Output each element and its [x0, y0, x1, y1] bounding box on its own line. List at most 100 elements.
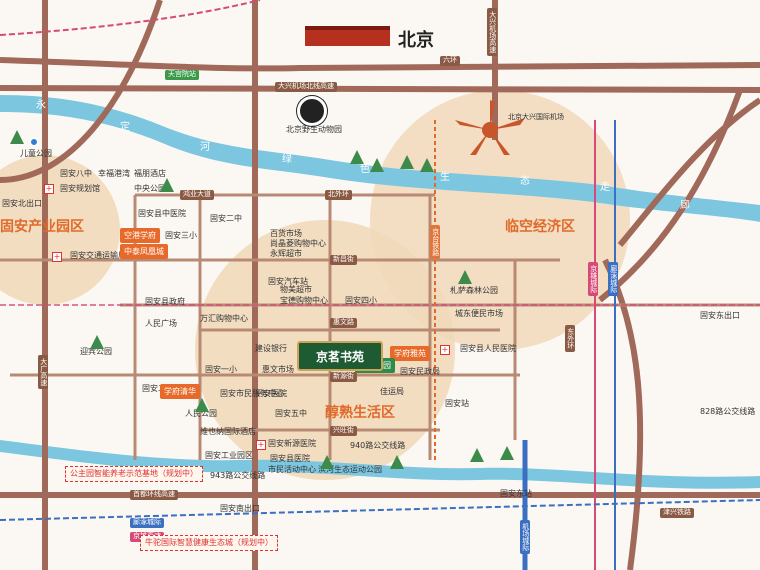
poi-label: 固安汽车站	[268, 277, 308, 286]
river	[0, 95, 760, 222]
road-xinyuan: 新源街	[330, 372, 357, 382]
exit-north: 固安北出口	[2, 199, 42, 208]
tree-icon	[90, 335, 104, 349]
poi-label: 札萨森林公园	[450, 286, 498, 295]
road-daguang: 大广高速	[38, 355, 48, 389]
road-gonghe: 鸿业大道	[180, 190, 214, 200]
river-char-8: 走	[600, 182, 610, 193]
road-huiwen: 惠文路	[330, 318, 357, 328]
exit-south: 固安南出口	[220, 504, 260, 513]
bus-940: 940路公交线路	[350, 441, 406, 450]
plan-1: 公主园智能养老示范基地（规划中）	[65, 466, 203, 482]
poi-label: 固安站	[445, 399, 469, 408]
poi-label: 人民广场	[145, 319, 177, 328]
road-tianrun: 天宫院站	[165, 70, 199, 80]
poi-label: 万汇购物中心	[200, 314, 248, 323]
river-char-7: 态	[520, 176, 530, 187]
hospital-icon: +	[256, 440, 266, 450]
tree-icon	[160, 178, 174, 192]
poi-label: 固安市民服务中心	[220, 389, 284, 398]
hospital-icon: +	[44, 184, 54, 194]
exit-east: 固安东出口	[700, 311, 740, 320]
river-char-9: 廊	[680, 200, 690, 211]
road-xinchang: 新昌街	[330, 255, 357, 265]
poi-label: 儿童公园	[20, 149, 52, 158]
tree-icon	[420, 158, 434, 172]
poi-label: 固安交通运输局	[70, 251, 126, 260]
poi-label: 固安二中	[210, 214, 242, 223]
project-badge[interactable]: 京茗书苑	[297, 341, 383, 371]
hospital-icon: +	[440, 345, 450, 355]
poi-label: 百货市场	[270, 229, 302, 238]
poi-dot	[30, 138, 38, 146]
road-daxing-north: 大兴机场北线高速	[275, 82, 337, 92]
tree-icon	[10, 130, 24, 144]
road-shoudu-ring: 首都环线高速	[130, 490, 178, 500]
poi-label: 固安五中	[275, 409, 307, 418]
airport-label: 北京大兴国际机场	[508, 113, 564, 121]
road-jingtai-rail: 京台铁路	[430, 225, 440, 259]
river-char-6: 生	[440, 172, 450, 183]
poi-label: 尚晶菱购物中心	[270, 239, 326, 248]
poi-label: 固安二小	[142, 384, 174, 393]
tree-icon	[320, 455, 334, 469]
poi-label: 平安医院	[255, 389, 287, 398]
airport-shape	[455, 100, 525, 155]
poi-label: 滨河生态运动公园	[318, 465, 382, 474]
tree-icon	[370, 158, 384, 172]
tiananmen-icon	[305, 26, 390, 46]
poi-label: 人民公园	[185, 409, 217, 418]
road-beiwai: 北外环	[325, 190, 352, 200]
tree-icon	[350, 150, 364, 164]
river-char-3: 河	[200, 142, 210, 153]
bus-943: 943路公交线路	[210, 471, 266, 480]
tree-icon	[195, 398, 209, 412]
school-label: 学府清华	[160, 384, 200, 399]
poi-label: 固安县人民医院	[460, 344, 516, 353]
road-daxing-exp: 大兴机场高速	[487, 8, 497, 56]
zone-living: 醇熟生活区	[325, 405, 395, 421]
poi-label: 维也纳国际酒店	[200, 427, 256, 436]
river-char-1: 永	[36, 100, 46, 111]
poi-label: 市民活动中心	[268, 465, 316, 474]
poi-label: 迎宾公园	[80, 347, 112, 356]
poi-label: 中央公园	[134, 184, 166, 193]
zone-circle-industrial	[0, 155, 120, 305]
zone-industrial: 固安产业园区	[0, 219, 84, 235]
poi-label: 固安工业园区	[205, 451, 253, 460]
poi-label: 固安民政局	[400, 367, 440, 376]
poi-label: 物美超市	[280, 285, 312, 294]
road-ring6: 六环	[440, 56, 460, 66]
river-char-4: 绿	[282, 154, 292, 165]
poi-label: 城东便民市场	[455, 309, 503, 318]
zone-airport: 临空经济区	[505, 219, 575, 235]
road-xingwang: 兴旺街	[330, 426, 357, 436]
poi-label: 固安县中医院	[138, 209, 186, 218]
river-char-2: 定	[120, 122, 130, 133]
poi-label: 固安四小	[345, 296, 377, 305]
poi-label: 固安三小	[165, 231, 197, 240]
road-langzhuo: 廊涿城际	[608, 262, 618, 296]
poi-label: 永辉超市	[270, 249, 302, 258]
tree-icon	[390, 455, 404, 469]
bus-828: 828路公交线路	[700, 407, 756, 416]
road-langzhuo-label: 廊涿城际	[130, 518, 164, 528]
poi-label: 福朋酒店	[134, 169, 166, 178]
panda-icon	[297, 96, 327, 126]
zoo-label: 北京野生动物园	[286, 125, 342, 134]
road-jingxiong: 京雄城际	[588, 262, 598, 296]
poi-label: 固安新源医院	[268, 439, 316, 448]
poi-label: 佳运局	[380, 387, 404, 396]
river-char-5: 色	[360, 164, 370, 175]
road-jinxing: 津兴铁路	[660, 508, 694, 518]
school-label: 空港学府	[120, 228, 160, 243]
city-title: 北京	[398, 30, 434, 51]
poi-label: 固安县医院	[270, 454, 310, 463]
poi-label: 建设银行	[255, 344, 287, 353]
poi-label: 惠文市场	[262, 365, 294, 374]
river-bottom	[0, 440, 760, 489]
tree-icon	[400, 155, 414, 169]
hospital-icon: +	[52, 252, 62, 262]
